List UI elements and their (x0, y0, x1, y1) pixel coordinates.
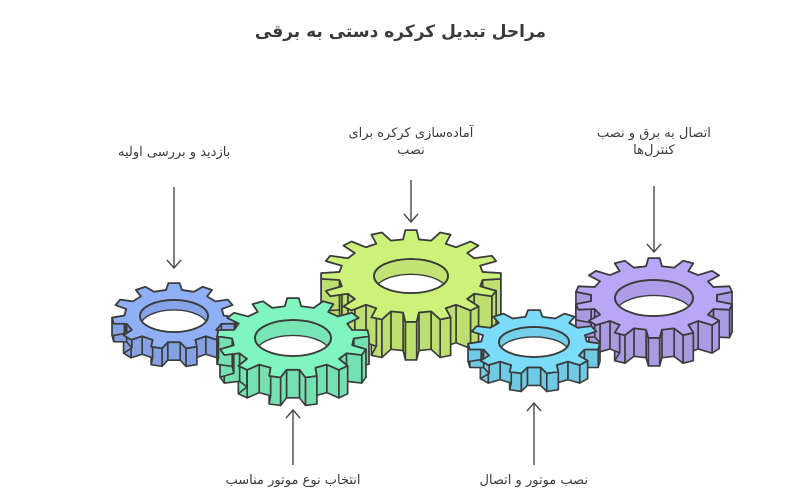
step-label-shutter-preparation: آماده‌سازی کرکره برای نصب (349, 125, 474, 159)
step-label-line: نصب (397, 143, 425, 158)
arrow-motor-selection (285, 408, 301, 465)
step-label-line: انتخاب نوع موتور مناسب (225, 473, 361, 488)
step-label-line: آماده‌سازی کرکره برای (348, 126, 474, 141)
step-label-motor-selection: انتخاب نوع موتور مناسب (226, 472, 361, 489)
arrows-layer (166, 180, 662, 465)
step-label-line: بازدید و بررسی اولیه (118, 145, 231, 160)
gears-layer (111, 229, 733, 407)
step-label-inspection: بازدید و بررسی اولیه (118, 144, 230, 161)
step-label-line: اتصال به برق و نصب (597, 126, 711, 141)
arrow-power-connection (646, 186, 662, 254)
arrow-shutter-preparation (403, 180, 419, 224)
arrow-inspection (166, 187, 182, 270)
gear-inspection (111, 282, 237, 368)
gear-shutter-preparation (320, 229, 502, 361)
diagram-title: مراحل تبدیل کرکره دستی به برقی (254, 22, 547, 42)
step-label-power-connection: اتصال به برق و نصب کنترل‌ها (597, 125, 711, 159)
gear-motor-installation (467, 309, 601, 393)
gear-motor-selection (216, 297, 370, 407)
arrow-motor-installation (526, 401, 542, 465)
step-label-line: کنترل‌ها (633, 143, 675, 158)
step-label-motor-installation: نصب موتور و اتصال (480, 472, 589, 489)
step-label-line: نصب موتور و اتصال (479, 473, 589, 488)
gear-power-connection (575, 257, 733, 367)
